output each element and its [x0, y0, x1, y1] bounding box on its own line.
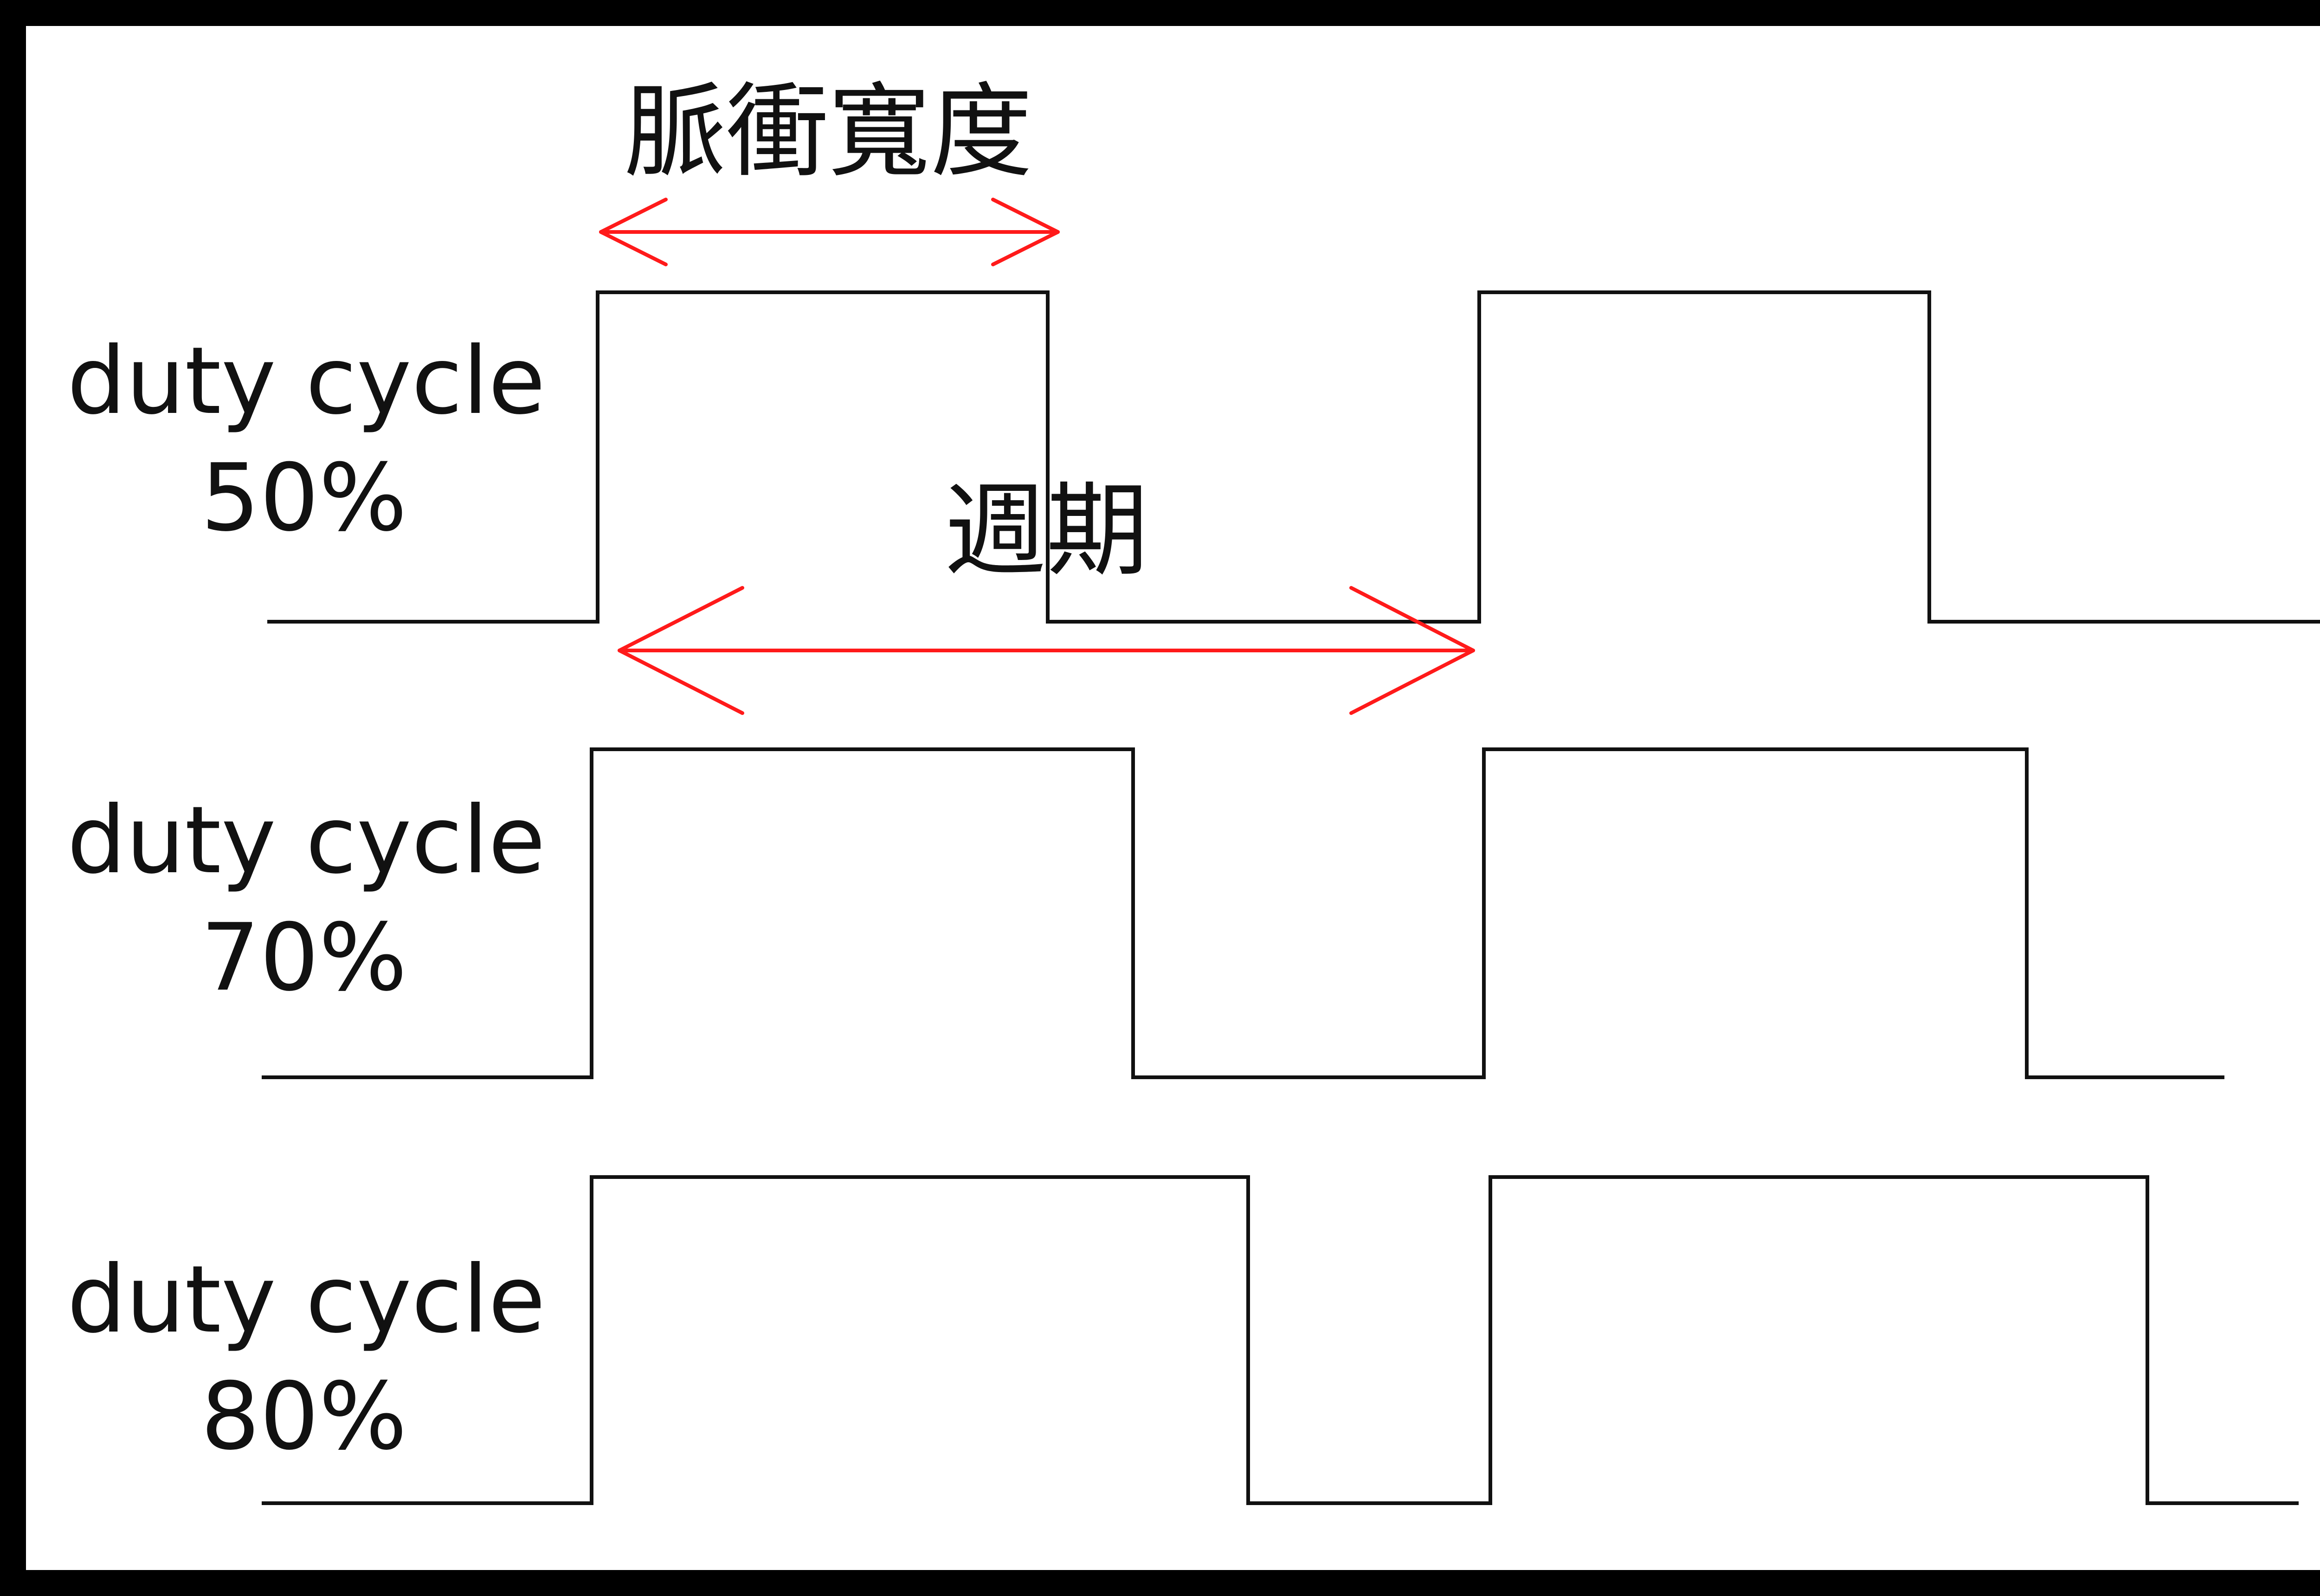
row-1-label-line2: 50% — [201, 444, 407, 552]
row-3-label-line1: duty cycle — [67, 1246, 546, 1354]
row-3-label-line2: 80% — [201, 1363, 407, 1471]
pulse-width-arrow — [599, 198, 1060, 266]
row-1-label-line1: duty cycle — [67, 327, 546, 435]
pulse-width-label: 脈衝寬度 — [624, 72, 1032, 191]
period-arrow — [618, 586, 1475, 715]
waveform-80-percent — [262, 1175, 2299, 1505]
row-2-label-line2: 70% — [201, 904, 407, 1012]
period-label: 週期 — [944, 471, 1148, 590]
waveform-70-percent — [262, 747, 2224, 1079]
waveform-50-percent — [267, 290, 2320, 624]
row-2-label-line1: duty cycle — [67, 786, 546, 895]
